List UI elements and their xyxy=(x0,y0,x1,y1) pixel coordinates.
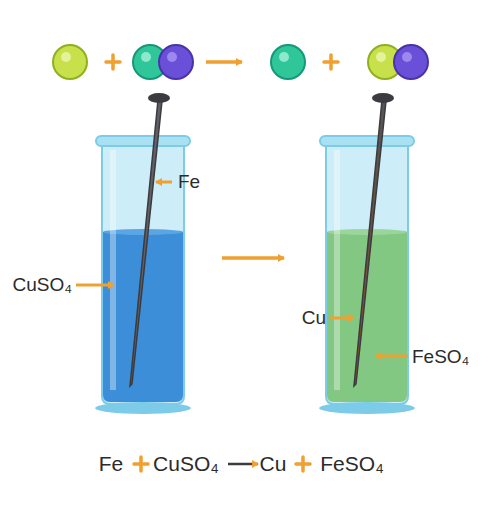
label: FeSO₄ xyxy=(412,347,469,368)
leader-arrows xyxy=(76,182,408,356)
iron-nail xyxy=(130,93,170,386)
label: CuSO₄ xyxy=(13,275,73,296)
equation-term: CuSO₄ xyxy=(153,452,219,475)
particle-model xyxy=(53,45,428,79)
label: Cu xyxy=(302,308,326,329)
copper-coated-nail xyxy=(354,93,394,386)
equation-term: FeSO₄ xyxy=(320,452,383,475)
label: Fe xyxy=(178,172,200,193)
equation-term: Fe xyxy=(99,452,124,475)
process-arrow xyxy=(222,256,284,260)
equation-term: Cu xyxy=(260,452,287,475)
